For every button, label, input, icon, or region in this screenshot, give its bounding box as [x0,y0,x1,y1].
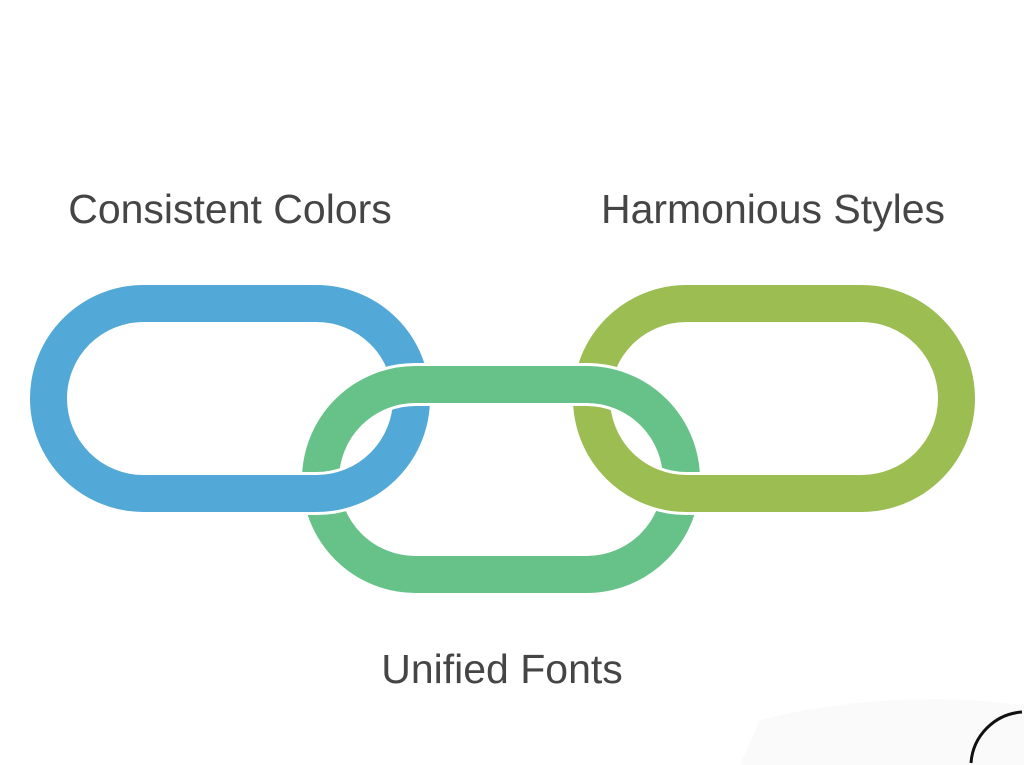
faint-background-shape [740,699,1024,765]
corner-circle-icon[interactable] [969,710,1023,764]
label-harmonious-styles: Harmonious Styles [600,186,946,232]
label-unified-fonts: Unified Fonts [381,646,623,692]
label-consistent-colors: Consistent Colors [68,186,392,232]
